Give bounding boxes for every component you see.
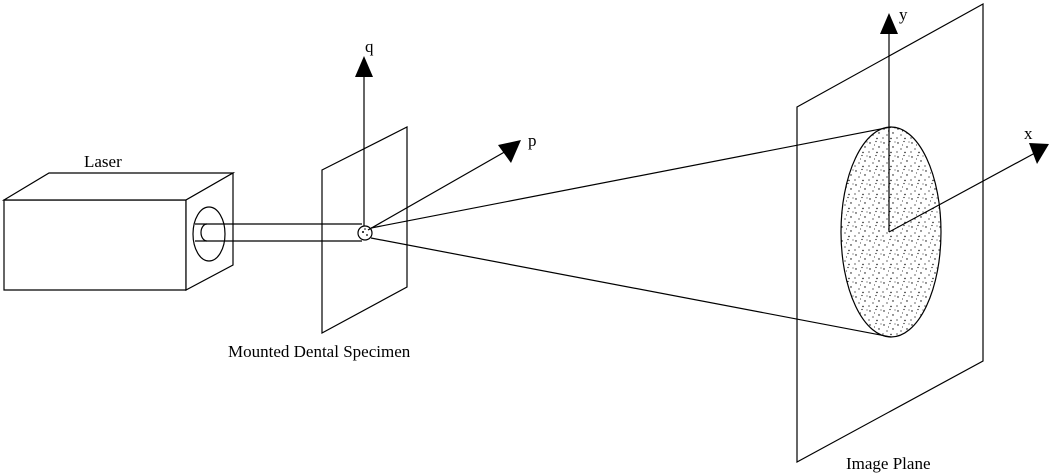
p-axis-label: p (528, 131, 537, 150)
q-axis-label: q (365, 37, 374, 56)
speckle-pattern-disk (840, 126, 942, 338)
laser-side-face (185, 171, 234, 291)
specimen-label: Mounted Dental Specimen (228, 342, 411, 361)
y-axis (880, 13, 898, 232)
x-axis-arrowhead (1029, 143, 1049, 164)
x-axis-label: x (1024, 124, 1033, 143)
p-axis (367, 140, 521, 231)
scattered-light-cone (370, 126, 892, 338)
y-axis-arrowhead (880, 13, 898, 34)
laser-front-face (3, 199, 187, 291)
beam-into-specimen (322, 223, 362, 242)
q-axis-arrowhead (355, 56, 373, 77)
laser-label: Laser (84, 152, 122, 171)
y-axis-label: y (899, 5, 908, 24)
image-plane-label: Image Plane (846, 454, 931, 473)
dental-specimen-spot (357, 225, 373, 241)
laser-device (1, 171, 236, 291)
q-axis (355, 56, 373, 232)
p-axis-arrowhead (498, 140, 521, 163)
laser-aperture-outer (192, 206, 226, 262)
x-axis (888, 143, 1049, 233)
